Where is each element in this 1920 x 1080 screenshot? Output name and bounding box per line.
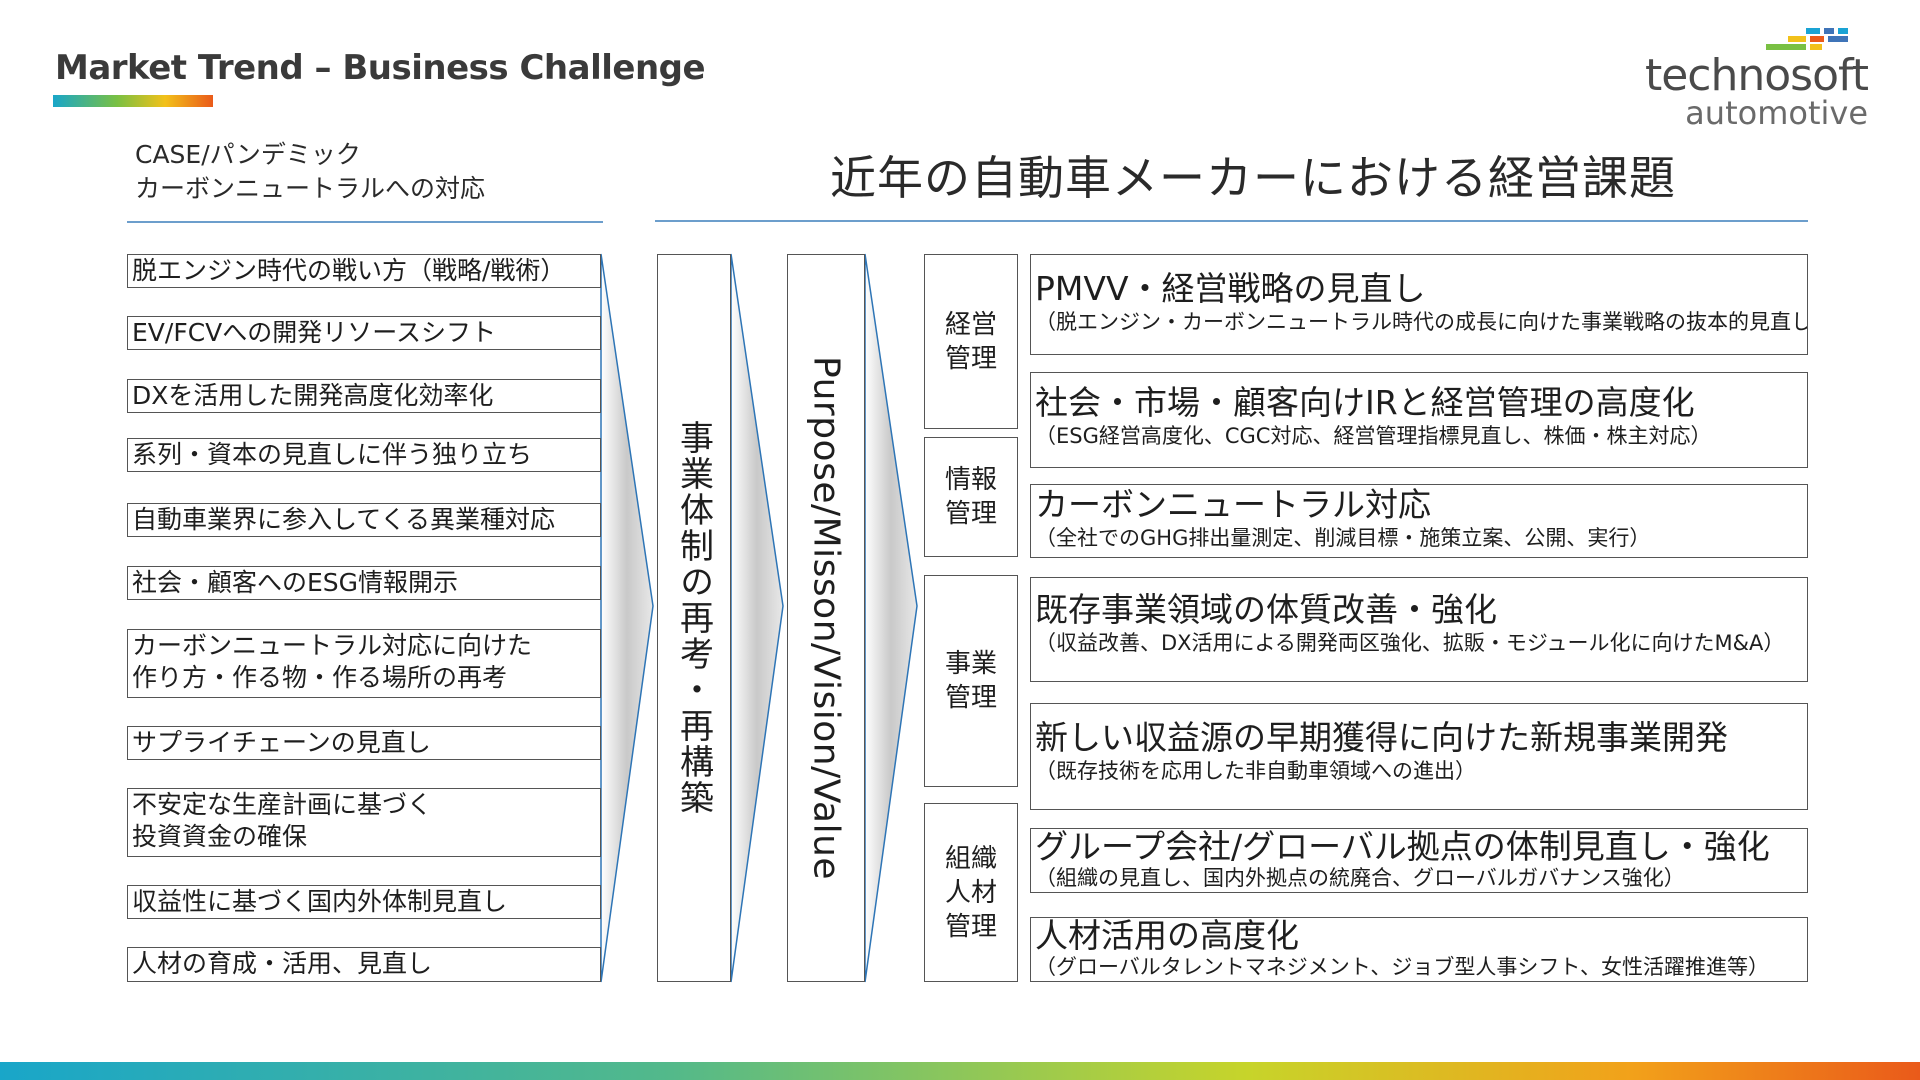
category-label: 組織 <box>944 843 997 874</box>
challenge-item: 社会・市場・顧客向けIRと経営管理の高度化 （ESG経営高度化、CGC対応、経営… <box>1030 372 1808 468</box>
challenge-detail: （グローバルタレントマネジメント、ジョブ型人事シフト、女性活躍推進等） <box>1035 955 1769 979</box>
logo-mark <box>1788 36 1806 42</box>
logo-mark <box>1766 44 1806 50</box>
logo-mark <box>1810 36 1824 42</box>
logo-mark <box>1838 28 1848 34</box>
logo-text-technosoft: technosoft <box>1644 50 1869 101</box>
left-headline: CASE/パンデミック カーボンニュートラルへの対応 <box>135 138 485 206</box>
challenge-item: グループ会社/グローバル拠点の体制見直し・強化 （組織の見直し、国内外拠点の統廃… <box>1030 828 1808 893</box>
left-item-text: 作り方・作る物・作る場所の再考 <box>132 663 508 692</box>
challenge-title: カーボンニュートラル対応 <box>1035 485 1431 524</box>
left-item: サプライチェーンの見直し <box>127 726 601 760</box>
page-title: Market Trend – Business Challenge <box>55 48 706 88</box>
left-arrow-icon <box>600 253 654 983</box>
left-item: 収益性に基づく国内外体制見直し <box>127 885 601 919</box>
category-business: 事業 管理 <box>924 575 1018 787</box>
left-item: カーボンニュートラル対応に向けた 作り方・作る物・作る場所の再考 <box>127 629 601 698</box>
left-item-text: 脱エンジン時代の戦い方（戦略/戦術） <box>132 256 566 285</box>
category-label: 管理 <box>944 343 997 374</box>
challenge-item: 人材活用の高度化 （グローバルタレントマネジメント、ジョブ型人事シフト、女性活躍… <box>1030 917 1808 982</box>
left-item: 不安定な生産計画に基づく 投資資金の確保 <box>127 788 601 857</box>
left-item: 自動車業界に参入してくる異業種対応 <box>127 503 601 537</box>
logo-mark <box>1806 28 1820 34</box>
logo-mark <box>1824 28 1834 34</box>
challenge-detail: （脱エンジン・カーボンニュートラル時代の成長に向けた事業戦略の抜本的見直し） <box>1035 310 1808 334</box>
challenge-title: PMVV・経営戦略の見直し <box>1035 269 1426 308</box>
case-line-1: CASE/パンデミック <box>135 140 361 169</box>
left-item: 系列・資本の見直しに伴う独り立ち <box>127 438 601 472</box>
left-item-text: 不安定な生産計画に基づく <box>132 790 433 819</box>
left-item-text: カーボンニュートラル対応に向けた <box>132 631 533 660</box>
challenge-title: グループ会社/グローバル拠点の体制見直し・強化 <box>1035 828 1770 866</box>
category-label: 経営 <box>944 309 997 340</box>
left-item-text: 系列・資本の見直しに伴う独り立ち <box>132 440 533 469</box>
left-item-text: DXを活用した開発高度化効率化 <box>132 381 494 410</box>
category-label: 管理 <box>944 911 997 942</box>
challenge-detail: （既存技術を応用した非自動車領域への進出） <box>1035 759 1476 783</box>
left-heading-rule <box>127 221 603 223</box>
category-label: 人材 <box>944 877 997 908</box>
category-organization: 組織 人材 管理 <box>924 803 1018 982</box>
challenge-item: PMVV・経営戦略の見直し （脱エンジン・カーボンニュートラル時代の成長に向けた… <box>1030 254 1808 355</box>
left-item-text: サプライチェーンの見直し <box>132 728 431 757</box>
logo-mark <box>1828 36 1848 42</box>
category-management: 経営 管理 <box>924 254 1018 429</box>
left-item-text: 自動車業界に参入してくる異業種対応 <box>132 505 556 534</box>
left-item: EV/FCVへの開発リソースシフト <box>127 316 601 350</box>
category-label: 管理 <box>944 499 997 529</box>
logo-marks-icon <box>1766 28 1856 54</box>
challenge-title: 社会・市場・顧客向けIRと経営管理の高度化 <box>1035 383 1695 422</box>
left-item: 人材の育成・活用、見直し <box>127 947 601 982</box>
category-information: 情報 管理 <box>924 437 1018 557</box>
pmvv-box: Purpose/Misson/Vision/Value <box>787 254 865 982</box>
footer-gradient-bar <box>0 1062 1920 1080</box>
left-item-text: 人材の育成・活用、見直し <box>132 949 433 978</box>
left-item-text: 社会・顧客へのESG情報開示 <box>132 568 459 597</box>
category-label: 管理 <box>944 683 997 713</box>
right-arrow-icon <box>864 253 918 983</box>
pmvv-text: Purpose/Misson/Vision/Value <box>805 355 847 881</box>
logo-text-automotive: automotive <box>1685 94 1868 132</box>
case-line-2: カーボンニュートラルへの対応 <box>135 174 486 203</box>
challenge-item: カーボンニュートラル対応 （全社でのGHG排出量測定、削減目標・施策立案、公開、… <box>1030 484 1808 558</box>
left-item: 社会・顧客へのESG情報開示 <box>127 566 601 600</box>
category-label: 事業 <box>944 649 997 679</box>
challenge-detail: （全社でのGHG排出量測定、削減目標・施策立案、公開、実行） <box>1035 526 1651 550</box>
left-item-text: EV/FCVへの開発リソースシフト <box>132 318 497 347</box>
left-item-text: 収益性に基づく国内外体制見直し <box>132 887 508 916</box>
left-item-text: 投資資金の確保 <box>132 822 308 851</box>
challenge-detail: （組織の見直し、国内外拠点の統廃合、グローバルガバナンス強化） <box>1035 866 1685 890</box>
middle-arrow-icon <box>730 253 784 983</box>
right-heading: 近年の自動車メーカーにおける経営課題 <box>830 151 1676 205</box>
restructure-box: 事業体制の再考・再構築 <box>657 254 731 982</box>
restructure-text: 事業体制の再考・再構築 <box>673 420 714 816</box>
challenge-title: 人材活用の高度化 <box>1035 917 1299 955</box>
challenge-title: 新しい収益源の早期獲得に向けた新規事業開発 <box>1035 718 1728 757</box>
category-label: 情報 <box>944 465 997 495</box>
challenge-detail: （収益改善、DX活用による開発両区強化、拡販・モジュール化に向けたM&A） <box>1035 631 1785 655</box>
challenge-title: 既存事業領域の体質改善・強化 <box>1035 590 1497 629</box>
right-heading-rule <box>655 220 1808 222</box>
challenge-item: 既存事業領域の体質改善・強化 （収益改善、DX活用による開発両区強化、拡販・モジ… <box>1030 577 1808 682</box>
left-item: 脱エンジン時代の戦い方（戦略/戦術） <box>127 254 601 288</box>
title-underline-gradient <box>53 95 213 107</box>
left-item: DXを活用した開発高度化効率化 <box>127 379 601 413</box>
company-logo: technosoft automotive <box>1645 28 1869 132</box>
challenge-item: 新しい収益源の早期獲得に向けた新規事業開発 （既存技術を応用した非自動車領域への… <box>1030 703 1808 810</box>
logo-mark <box>1810 44 1822 50</box>
challenge-detail: （ESG経営高度化、CGC対応、経営管理指標見直し、株価・株主対応） <box>1035 424 1712 448</box>
